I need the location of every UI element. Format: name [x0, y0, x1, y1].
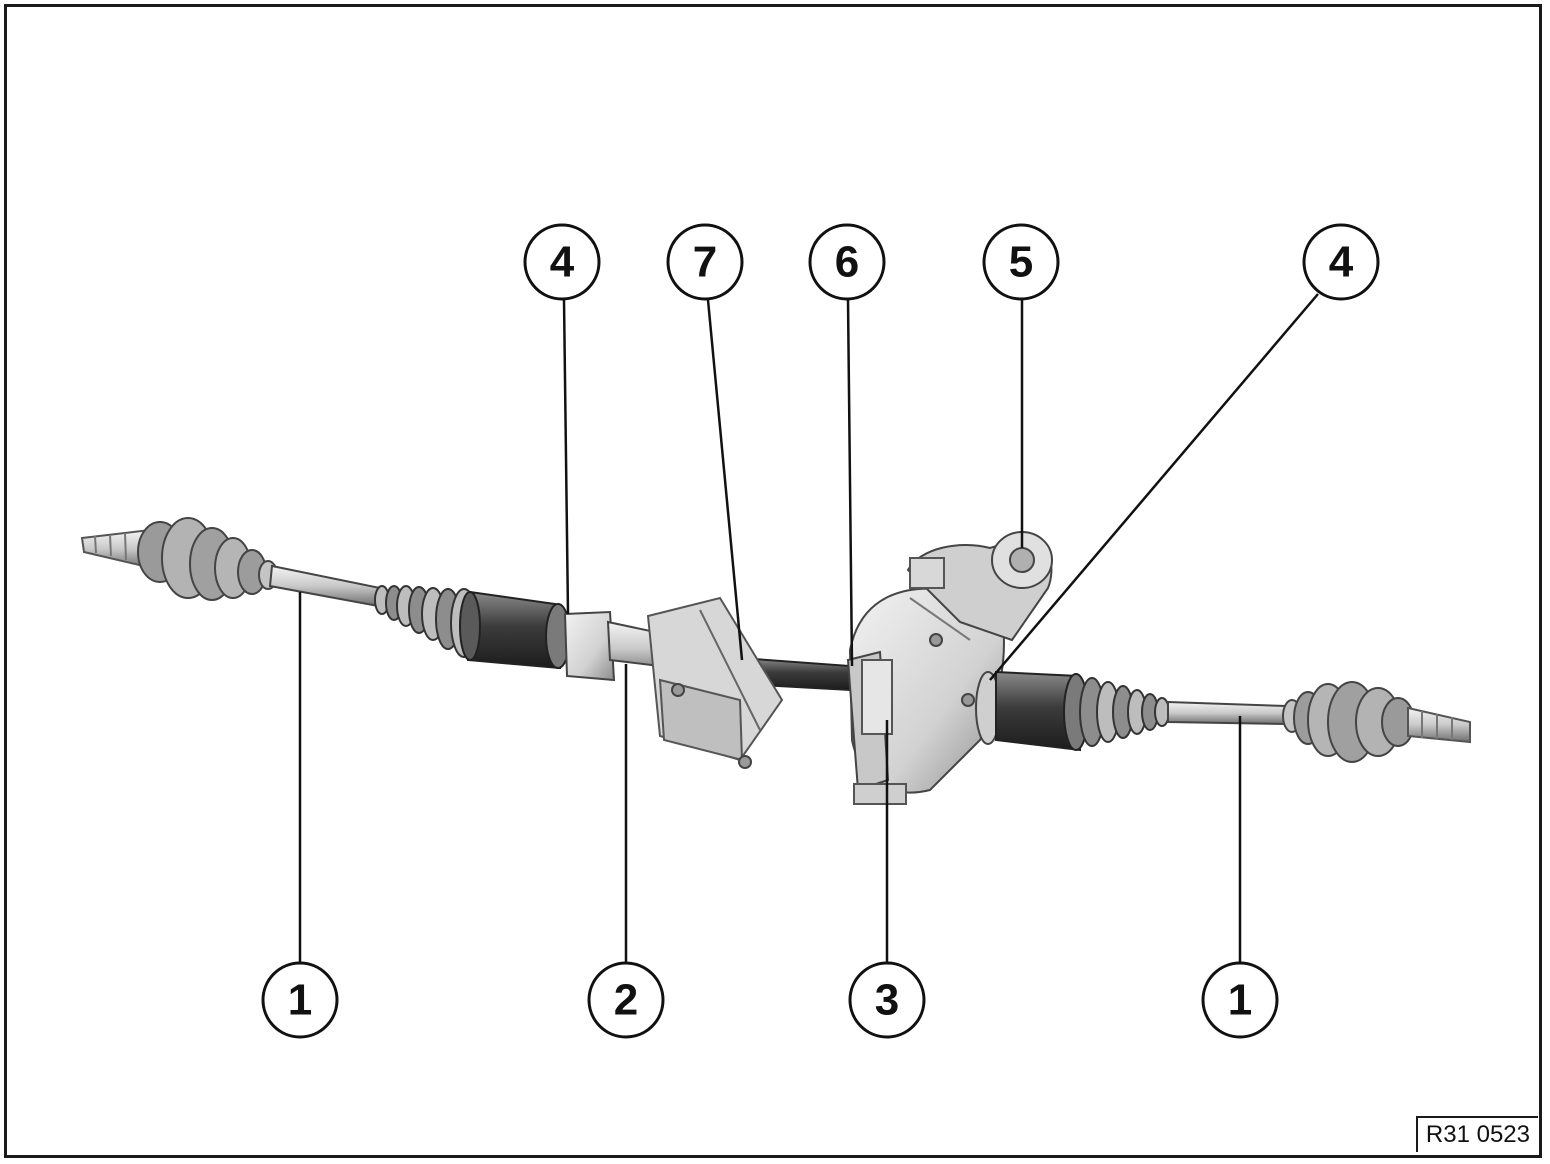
leader-line-4-left — [562, 299, 570, 615]
leader-lines — [298, 293, 1319, 962]
leader-line-4-right — [989, 293, 1319, 681]
leader-line-6 — [846, 299, 854, 667]
left-drive-shaft-bar — [268, 564, 382, 608]
callout-7-label: 7 — [693, 238, 717, 287]
callout-7: 7 — [666, 223, 744, 301]
figure-reference-code: R31 0523 — [1415, 1116, 1538, 1152]
right-outer-cv-boot — [1282, 681, 1415, 763]
left-inner-joint-housing — [459, 590, 571, 670]
callout-1-left-label: 1 — [288, 976, 312, 1025]
callout-5: 5 — [982, 223, 1060, 301]
callout-6-label: 6 — [835, 238, 859, 287]
callout-1-right: 1 — [1201, 961, 1279, 1039]
callout-2: 2 — [587, 961, 665, 1039]
bearing-bracket — [646, 596, 784, 769]
callout-3: 3 — [848, 961, 926, 1039]
callout-1-right-label: 1 — [1228, 976, 1252, 1025]
callout-5-label: 5 — [1009, 238, 1033, 287]
callout-4-left: 4 — [523, 223, 601, 301]
left-flange-collar — [563, 610, 616, 682]
leader-line-7 — [706, 299, 744, 661]
right-inner-joint-housing — [995, 670, 1089, 752]
callout-4-right-label: 4 — [1329, 238, 1354, 287]
right-inner-bellows-boot — [1079, 677, 1170, 747]
callout-2-label: 2 — [614, 976, 638, 1025]
left-outer-cv-boot — [137, 517, 278, 601]
right-stub-shaft — [1407, 706, 1471, 744]
callout-6: 6 — [808, 223, 886, 301]
callout-4-left-label: 4 — [550, 238, 575, 287]
upper-output-flange — [906, 531, 1053, 642]
callout-4-right: 4 — [1302, 223, 1380, 301]
right-drive-shaft-bar — [1167, 700, 1287, 726]
callout-3-label: 3 — [875, 976, 899, 1025]
callout-1-left: 1 — [261, 961, 339, 1039]
